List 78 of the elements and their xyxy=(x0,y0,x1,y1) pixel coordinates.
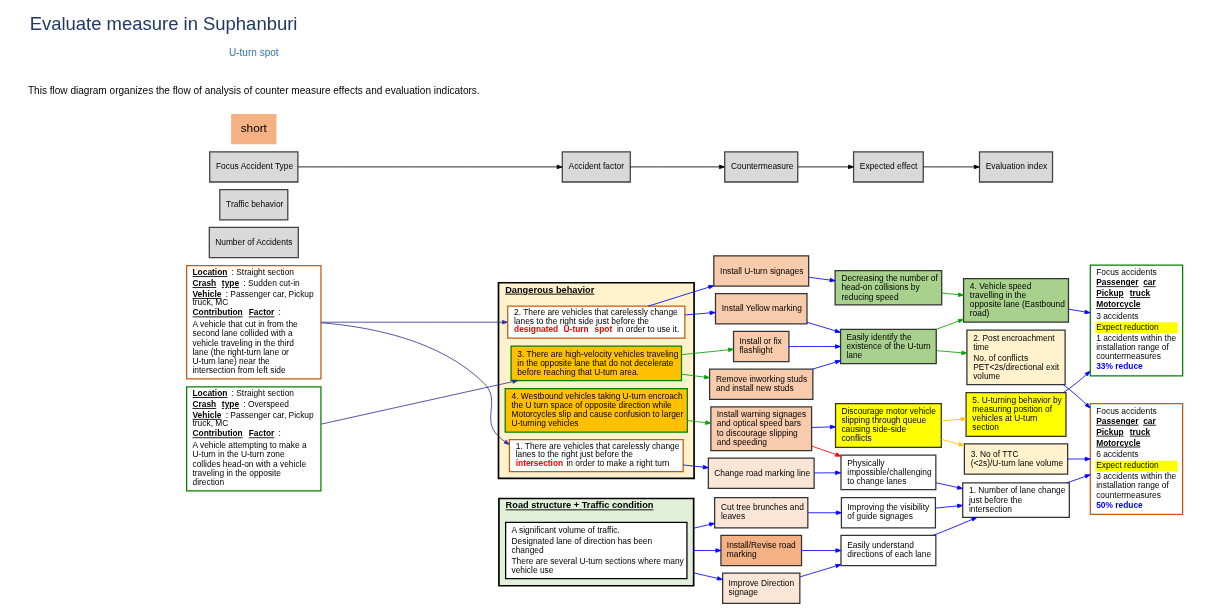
node-box: Discourage motor vehicle slipping through queue causing side-side conflicts xyxy=(834,403,942,448)
node-box: Focus accidents Passenger car Pickup truck Motorcycle 6 accidents Expect reduction 3 accidents within the installation range of countermeasures 50% reduce xyxy=(1089,403,1184,516)
node-box: Cut tree brunches and leaves xyxy=(714,497,809,529)
arrow xyxy=(941,417,967,422)
arrow xyxy=(1062,370,1091,394)
node-box: 2. Post encroachment time No. of conflicts PET<2s/directional exit volume xyxy=(966,329,1066,386)
node-box: 2. There are vehicles that carelessly change lanes to the right side just before the designated U-turn spot in order to use it. xyxy=(507,305,686,339)
arrow xyxy=(684,310,716,316)
arrow xyxy=(681,347,734,356)
arrow xyxy=(1067,456,1091,462)
node-box: Location: Straight section Crash type: Sudden cut-in Vehicle: Passenger car, Pickup truck, MC Contribution Factor: A vehicle that cut in from the second lane collided with a vehicle traveling in the third lane (the right-turn lane or U-turn lane) near the intersection from left side xyxy=(186,264,322,380)
arrow xyxy=(320,320,508,325)
label: short xyxy=(240,121,267,135)
node-box: 1. Number of lane change just before the intersection xyxy=(962,482,1070,518)
arrow xyxy=(806,321,841,333)
arrow xyxy=(801,548,842,553)
arrow xyxy=(320,322,510,445)
node-box: Install or fix flashlight xyxy=(732,330,790,363)
node-box: Countermeasure xyxy=(724,151,799,183)
diagram-title: Evaluate measure in Suphanburi xyxy=(29,12,298,34)
arrow xyxy=(936,318,964,330)
node-box: 3. No of TTC (<2s)/U-turn lane volume xyxy=(963,443,1069,475)
label: This flow diagram organizes the flow of analysis of counter measure effects and evaluation indicators. xyxy=(27,84,480,96)
node-box: Install warning signages and optical speed bars to discourage slipping and speeding xyxy=(710,406,813,452)
node-box: Install/Revise road marking xyxy=(720,534,803,567)
node-box: Focus Accident Type xyxy=(209,151,299,183)
arrow xyxy=(1062,384,1091,409)
arrow xyxy=(811,424,836,430)
arrow xyxy=(693,522,715,529)
label: U-turn spot xyxy=(228,47,279,59)
arrow xyxy=(681,373,710,380)
node-box: Traffic behavior xyxy=(219,188,289,221)
node-box: Evaluation index xyxy=(978,151,1054,183)
node-box: Remove inworking studs and install new studs xyxy=(709,368,814,401)
node-box: 5. U-turning behavior by measuring position of vehicles at U-turn section xyxy=(965,392,1067,437)
arrow xyxy=(807,510,842,515)
arrow xyxy=(935,503,964,509)
arrow xyxy=(687,420,712,425)
node-box: Easily understand directions of each lane xyxy=(840,534,937,567)
arrow xyxy=(936,350,968,355)
arrow xyxy=(812,360,841,370)
arrow xyxy=(682,464,709,470)
arrow xyxy=(941,438,965,447)
arrow xyxy=(297,164,563,170)
arrow xyxy=(941,292,964,297)
node-box: Improving the visibility of guide signages xyxy=(840,497,937,529)
arrow xyxy=(647,285,715,307)
node-box: Change road marking line xyxy=(707,457,815,490)
node-box: Expected effect xyxy=(852,151,924,183)
arrow xyxy=(788,344,841,349)
node-box: Physically impossible/challenging to change lanes xyxy=(840,454,937,491)
node-box: Install Yellow marking xyxy=(714,293,808,325)
arrow xyxy=(935,482,963,490)
node-box: Improve Direction signage xyxy=(722,572,801,605)
node-box: Location: Straight section Crash type: Overspeed Vehicle: Passenger car, Pickup truck, MC Contribution Factor: A vehicle attempting to make a U-turn in the U-turn zone collides head-on with a vehicle traveling in the opposite direction xyxy=(186,386,322,492)
arrow xyxy=(932,517,978,536)
node-box: Number of Accidents xyxy=(208,226,299,259)
node-box: Install U-turn signages xyxy=(713,255,810,287)
arrow xyxy=(320,379,519,425)
node-box: Easily identify the existence of the U-turn lane xyxy=(839,328,937,365)
arrow xyxy=(813,470,842,475)
arrow xyxy=(1066,474,1091,484)
node-box: Focus accidents Passenger car Pickup truck Motorcycle 3 accidents Expect reduction 1 accidents within the installation range of countermeasures 33% reduce xyxy=(1089,264,1184,377)
node-box: Decreasing the number of head-on collisions by reducing speed xyxy=(834,269,943,306)
arrow xyxy=(693,548,722,553)
arrow xyxy=(811,445,842,457)
node-box: 4. Westbound vehicles taking U-turn encroach the U turn space of opposite direction while Motorcycles slip and cause confusion to larger U-turning vehicles xyxy=(504,387,688,433)
node-box: 4. Vehicle speed travelling in the opposite lane (Eastbound road) xyxy=(962,277,1070,323)
arrow xyxy=(799,563,842,578)
arrow xyxy=(1068,308,1091,315)
arrow xyxy=(630,164,725,170)
arrow xyxy=(808,276,836,283)
node-box: A significant volume of traffic. Designated lane of direction has been changed There are several U-turn sections where many vehicle use xyxy=(505,521,688,580)
arrow xyxy=(693,572,723,581)
arrow xyxy=(797,164,854,170)
arrow xyxy=(922,164,980,170)
node-box: 1. There are vehicles that carelessly change lanes to the right just before the intersection in order to make a right turn xyxy=(508,439,684,473)
node-box: Accident factor xyxy=(561,151,631,183)
